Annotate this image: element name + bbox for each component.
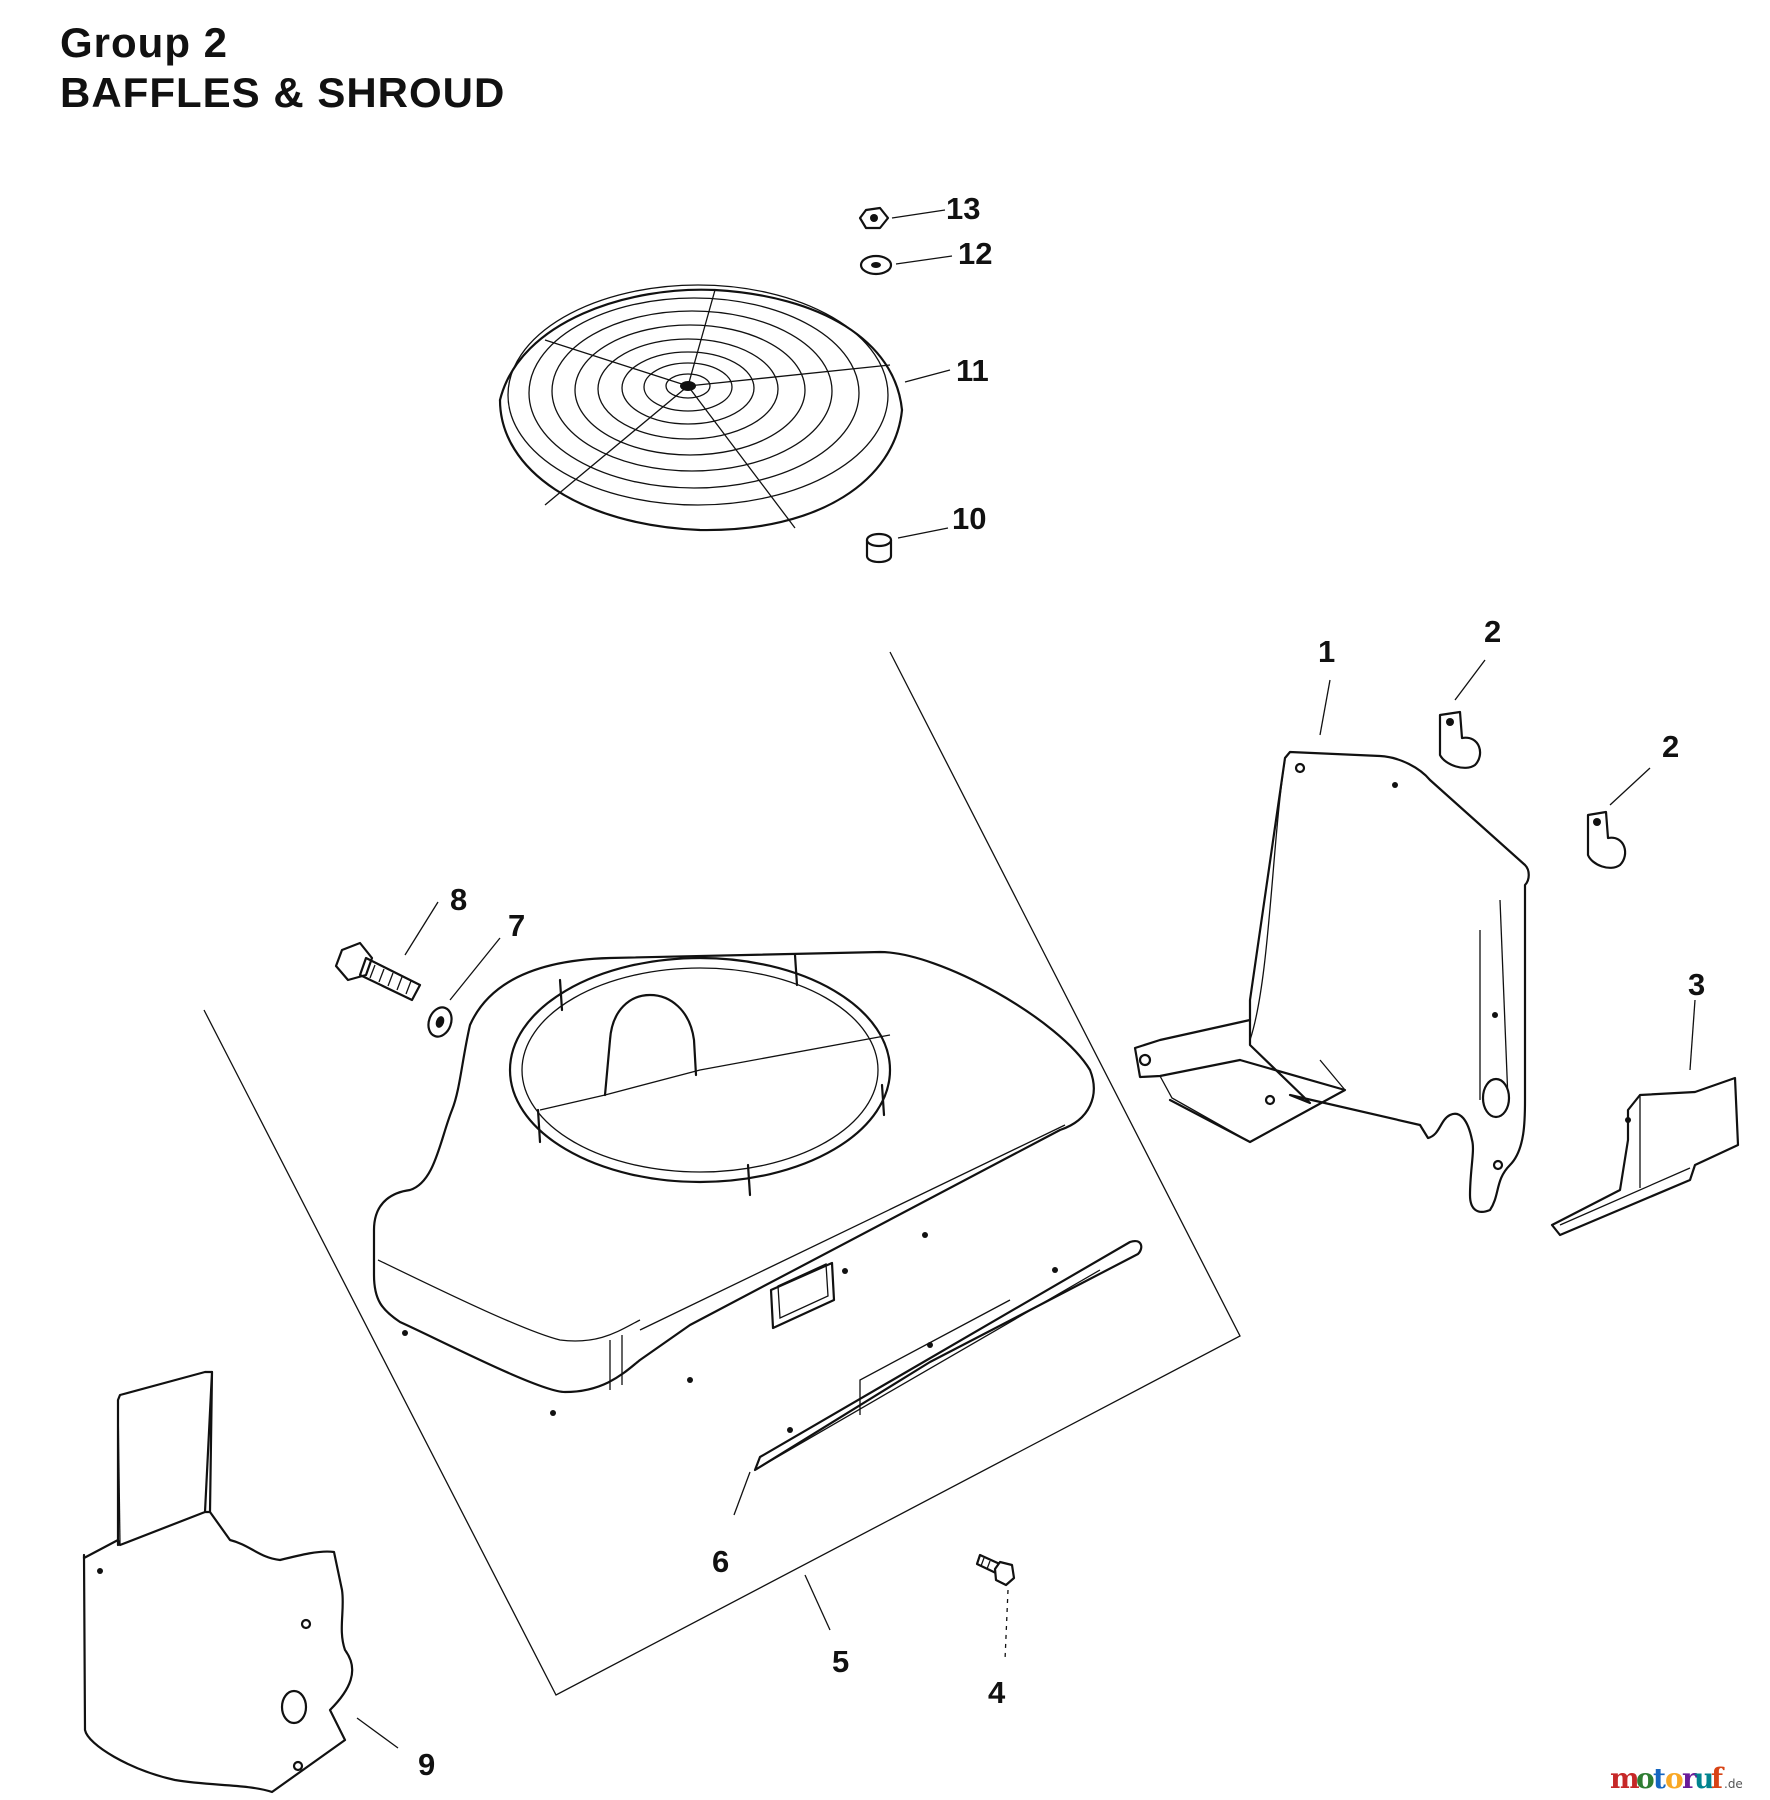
part-1-large-baffle[interactable] [1133, 750, 1530, 1213]
watermark-glyph: u [1694, 1762, 1714, 1795]
callout-9: 9 [418, 1747, 435, 1782]
section-title: BAFFLES & SHROUD [60, 68, 506, 116]
leader-8 [404, 901, 439, 956]
callout-1: 1 [1318, 634, 1335, 669]
leader-1 [1319, 679, 1331, 736]
part-9-corner-baffle[interactable] [82, 1370, 354, 1794]
part-11-fan-grille[interactable] [498, 284, 904, 532]
callout-5: 5 [832, 1644, 849, 1679]
callout-11: 11 [956, 353, 989, 388]
diagram-title-block: Group 2 BAFFLES & SHROUD [60, 18, 505, 117]
callout-6: 6 [712, 1544, 729, 1579]
leader-2a [1454, 659, 1486, 701]
watermark-glyph: r [1682, 1762, 1698, 1795]
part-3-small-baffle[interactable] [1550, 1076, 1740, 1237]
part-6-baffle-strip[interactable] [753, 1240, 1143, 1472]
callout-2b: 2 [1662, 729, 1679, 764]
callout-13: 13 [946, 191, 980, 226]
watermark-glyph: t [1653, 1762, 1666, 1795]
part-5-blower-housing[interactable] [372, 950, 1095, 1416]
part-8-bolt[interactable] [334, 941, 422, 1002]
leader-2b [1609, 767, 1651, 806]
watermark-glyph: f [1711, 1762, 1725, 1795]
leader-11 [904, 369, 951, 383]
callout-8: 8 [450, 882, 467, 917]
callout-10: 10 [952, 501, 986, 536]
callout-7: 7 [508, 908, 525, 943]
part-2-clip-upper[interactable] [1438, 710, 1482, 769]
part-13-nut[interactable] [858, 206, 890, 230]
callout-3: 3 [1688, 967, 1705, 1002]
watermark-glyph: o [1636, 1762, 1655, 1795]
leader-12 [895, 255, 953, 265]
callout-12: 12 [958, 236, 992, 271]
leader-6 [733, 1471, 751, 1516]
callout-4: 4 [988, 1675, 1006, 1710]
leader-10 [897, 527, 949, 539]
part-2-clip-lower[interactable] [1586, 810, 1627, 869]
watermark-glyph: o [1665, 1762, 1684, 1795]
callout-2a: 2 [1484, 614, 1501, 649]
leader-3 [1689, 999, 1696, 1071]
leader-9 [356, 1717, 399, 1749]
group-label: Group 2 [60, 19, 229, 66]
assembly-5-outline [203, 651, 1241, 1696]
part-12-washer[interactable] [859, 254, 893, 276]
part-10-spacer[interactable] [865, 532, 893, 564]
watermark-glyph: m [1610, 1762, 1640, 1795]
leader-13 [891, 209, 946, 219]
leader-4 [1004, 1589, 1009, 1661]
leader-7 [449, 937, 501, 1001]
part-7-washer[interactable] [425, 1004, 456, 1040]
leader-5 [804, 1574, 831, 1631]
watermark-tld: .de [1724, 1777, 1743, 1791]
part-4-screw[interactable] [975, 1553, 1016, 1587]
